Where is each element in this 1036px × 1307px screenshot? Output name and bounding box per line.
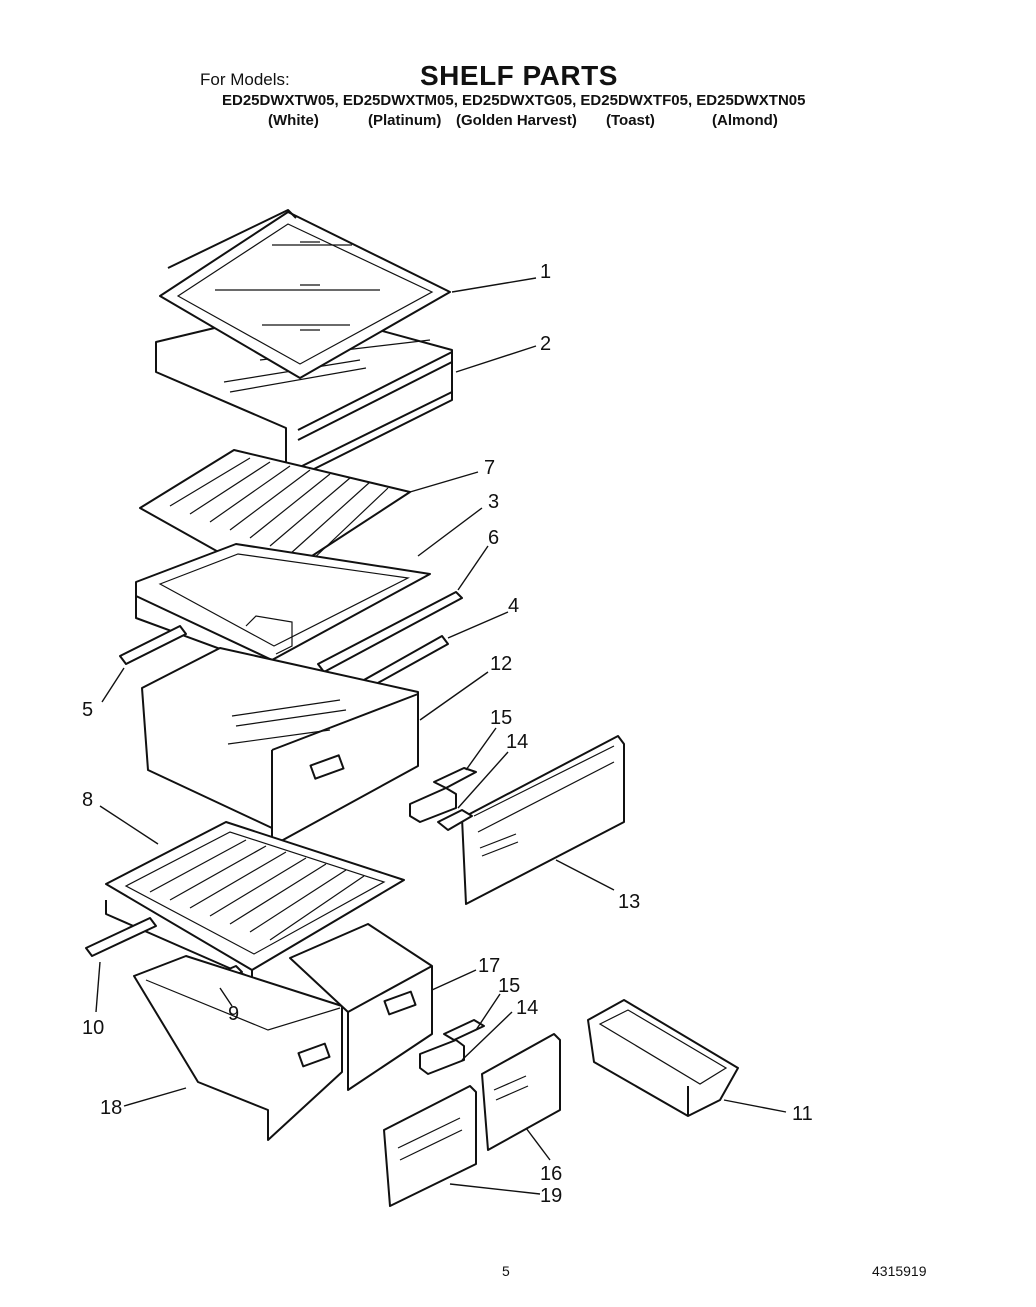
part-13-drawer-front xyxy=(461,735,625,905)
callout-5: 5 xyxy=(82,699,93,721)
model-numbers: ED25DWXTW05, ED25DWXTM05, ED25DWXTG05, E… xyxy=(222,92,806,109)
part-6-rail xyxy=(317,591,463,673)
callout-9: 9 xyxy=(228,1003,239,1025)
part-12-drawer xyxy=(141,647,419,847)
callout-7: 7 xyxy=(484,457,495,479)
callout-2: 2 xyxy=(540,333,551,355)
leader-lines xyxy=(95,277,787,1195)
callout-15b: 15 xyxy=(498,975,520,997)
part-5-rail xyxy=(119,625,187,665)
part-3-shelf-frame xyxy=(135,543,431,669)
callout-10: 10 xyxy=(82,1017,104,1039)
color-golden-harvest: (Golden Harvest) xyxy=(456,112,577,129)
callout-1: 1 xyxy=(540,261,551,283)
part-19-drawer-front xyxy=(383,1085,477,1207)
callout-3: 3 xyxy=(488,491,499,513)
callout-14b: 14 xyxy=(516,997,538,1019)
callout-18: 18 xyxy=(100,1097,122,1119)
callout-19: 19 xyxy=(540,1185,562,1207)
color-almond: (Almond) xyxy=(712,112,778,129)
part-11-bin xyxy=(587,999,739,1117)
callout-11: 11 xyxy=(792,1103,813,1125)
callout-16: 16 xyxy=(540,1163,562,1185)
part-14-handle-upper xyxy=(409,787,473,831)
color-toast: (Toast) xyxy=(606,112,655,129)
callout-15a: 15 xyxy=(490,707,512,729)
part-1-glass-shelf xyxy=(159,209,451,379)
part-14-handle-lower xyxy=(419,1039,465,1075)
part-8-lower-shelf xyxy=(105,821,405,979)
callout-labels: 1 2 7 3 6 4 5 12 15 14 13 8 10 9 17 15 1… xyxy=(82,261,813,1207)
callout-14a: 14 xyxy=(506,731,528,753)
part-17-drawer xyxy=(289,923,433,1091)
callout-12: 12 xyxy=(490,653,512,675)
part-10-rail xyxy=(85,917,157,957)
document-number: 4315919 xyxy=(872,1263,927,1279)
page-title: SHELF PARTS xyxy=(420,60,618,91)
part-18-drawer xyxy=(133,955,343,1141)
callout-6: 6 xyxy=(488,527,499,549)
for-models-label: For Models: xyxy=(200,70,290,89)
callout-17: 17 xyxy=(478,955,500,977)
callout-4: 4 xyxy=(508,595,519,617)
color-white: (White) xyxy=(268,112,319,129)
callout-8: 8 xyxy=(82,789,93,811)
color-platinum: (Platinum) xyxy=(368,112,442,129)
part-16-drawer-front xyxy=(481,1033,561,1151)
part-15-handle-lower xyxy=(443,1019,485,1041)
part-15-handle-upper xyxy=(433,767,477,789)
page-number: 5 xyxy=(502,1263,510,1279)
callout-13: 13 xyxy=(618,891,640,913)
